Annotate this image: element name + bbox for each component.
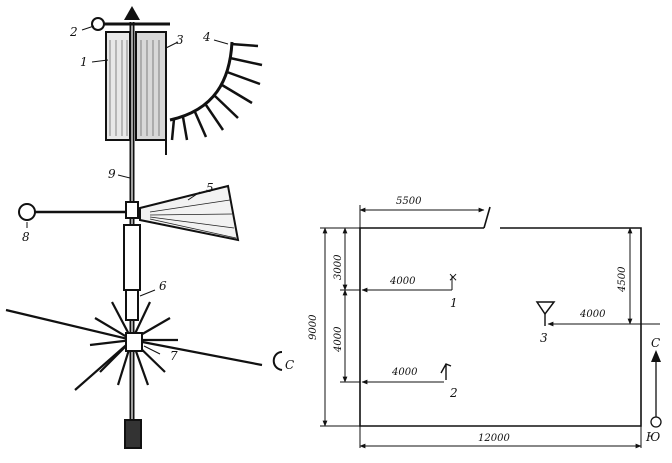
panel-3 (135, 31, 167, 141)
base (124, 419, 142, 449)
label-3: 3 (176, 33, 184, 47)
south-marker (650, 416, 662, 428)
south-letter-left: С (285, 358, 294, 372)
dim-left-upper: 3000 (333, 254, 344, 280)
dim-top: 5500 (396, 196, 422, 207)
dim-p2: 4000 (391, 367, 418, 378)
dim-left-total: 9000 (308, 314, 319, 340)
hook (272, 351, 283, 371)
label-1: 1 (80, 55, 88, 69)
arc-ticks (170, 42, 263, 141)
knob-2 (91, 17, 105, 31)
dim-bottom: 12000 (478, 433, 510, 444)
dim-right-side: 4500 (617, 266, 628, 293)
mast-tip (124, 6, 140, 20)
point-2-symbol (440, 363, 452, 380)
panel-1 (105, 31, 131, 141)
point-1-cross: × (448, 270, 458, 284)
label-5: 5 (206, 181, 214, 195)
dim-left-lower: 4000 (333, 326, 344, 353)
collar (125, 201, 139, 219)
cone-5 (139, 184, 240, 242)
point-1-label: 1 (450, 296, 458, 310)
ball-8 (18, 203, 36, 221)
point-2-label: 2 (449, 386, 458, 400)
label-4: 4 (202, 30, 211, 44)
arc-scale-4 (169, 41, 234, 122)
gate (483, 206, 491, 229)
label-8: 8 (22, 230, 30, 244)
instrument-mast: 1 2 3 4 5 6 7 8 9 С (5, 6, 294, 449)
sleeve (123, 224, 141, 291)
label-7: 7 (170, 349, 178, 363)
hub-7 (125, 332, 143, 352)
point-3-label: 3 (540, 331, 548, 345)
site-plan: 5500 9000 3000 4000 4000 × 1 4000 2 4000… (308, 196, 662, 449)
dim-p3: 4000 (579, 309, 606, 320)
label-6: 6 (159, 279, 167, 293)
label-2: 2 (69, 25, 78, 39)
north-arrow-icon (651, 350, 661, 362)
point-3-symbol (535, 301, 556, 316)
part-6 (125, 289, 139, 321)
south-letter: Ю (645, 430, 660, 444)
north-letter: С (651, 336, 660, 350)
label-9: 9 (108, 167, 116, 181)
plot-outline (359, 227, 642, 427)
dim-p1: 4000 (389, 276, 416, 287)
